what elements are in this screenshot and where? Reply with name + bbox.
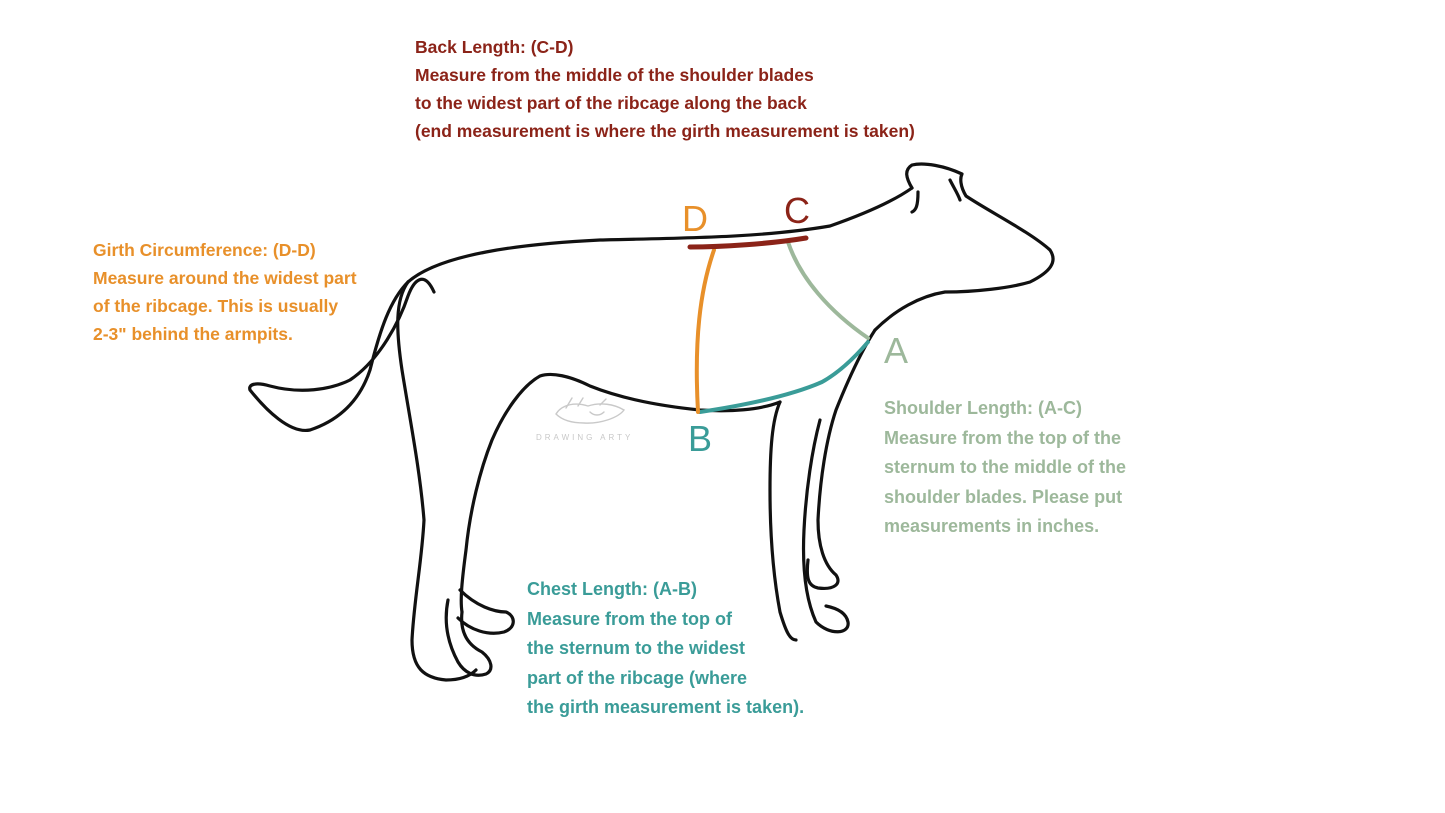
chest-length-heading: Chest Length: (A-B) [527,579,697,599]
shoulder-length-callout: Shoulder Length: (A-C) Measure from the … [884,394,1126,542]
dog-ear-line [910,190,920,214]
girth-heading: Girth Circumference: (D-D) [93,240,316,260]
dog-chest-line [805,328,877,590]
shoulder-length-text-line: Measure from the top of the [884,427,1122,448]
point-label-c: C [784,190,810,231]
girth-text-line: 2-3" behind the armpits. [93,324,293,344]
chest-length-callout: Chest Length: (A-B) Measure from the top… [527,575,804,723]
dog-back-line [406,186,914,284]
back-length-text-line: to the widest part of the ribcage along … [415,93,807,113]
dog-front-leg-line [801,418,850,634]
watermark-text: DRAWING ARTY [536,433,634,442]
back-measure-line [687,235,809,250]
girth-text-line: of the ribcage. This is usually [93,296,339,316]
dog-rear-foot-line [456,588,515,635]
shoulder-measure-line [786,240,870,340]
back-length-callout: Back Length: (C-D) Measure from the midd… [415,33,915,145]
girth-text-line: Measure around the widest part [93,268,357,288]
dog-rear-leg-line [396,280,478,682]
back-length-text-line: (end measurement is where the girth meas… [415,121,915,141]
shoulder-length-heading: Shoulder Length: (A-C) [884,398,1082,418]
dog-inner-front-leg-line [768,400,798,642]
dog-tail-line [248,277,436,432]
watermark-logo-icon [555,397,626,424]
dog-head-line [873,162,1055,332]
chest-length-text-line: the girth measurement is taken). [527,697,805,717]
dog-rear-inner-leg-line [444,598,493,677]
shoulder-length-text-line: sternum to the middle of the [884,457,1127,477]
chest-measure-line [698,340,870,414]
back-length-text-line: Measure from the middle of the shoulder … [415,65,814,85]
chest-length-text-line: the sternum to the widest [527,638,746,658]
dog-ear-back-line [948,178,962,202]
point-label-d: D [682,198,708,239]
girth-measure-line [694,248,716,414]
back-length-heading: Back Length: (C-D) [415,37,574,57]
chest-length-text-line: Measure from the top of [527,608,733,629]
point-label-b: B [688,418,713,459]
shoulder-length-text-line: measurements in inches. [884,516,1100,536]
girth-callout: Girth Circumference: (D-D) Measure aroun… [93,236,357,348]
point-label-a: A [884,330,909,371]
shoulder-length-text-line: shoulder blades. Please put [884,486,1123,507]
chest-length-text-line: part of the ribcage (where [527,667,748,688]
